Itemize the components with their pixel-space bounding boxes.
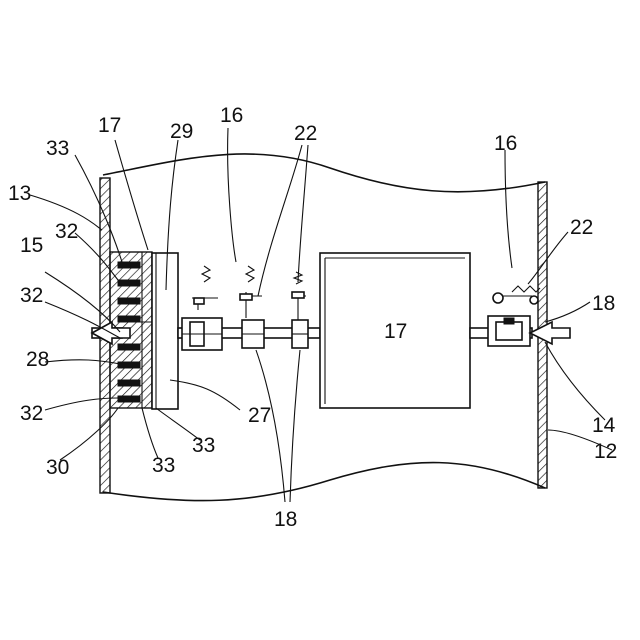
label-28: 28 <box>26 348 49 371</box>
label-12: 12 <box>594 440 617 463</box>
clamp-3 <box>292 320 308 348</box>
label-18a: 18 <box>592 292 615 315</box>
spring-left-3 <box>292 272 306 320</box>
label-16a: 16 <box>220 104 243 127</box>
clamp-2 <box>242 320 264 348</box>
label-32a: 32 <box>55 220 78 243</box>
label-27: 27 <box>248 404 271 427</box>
label-16b: 16 <box>494 132 517 155</box>
label-30: 30 <box>46 456 69 479</box>
label-17b: 17 <box>384 320 407 343</box>
clamp-right <box>488 316 530 346</box>
label-14: 14 <box>592 414 616 437</box>
label-22b: 22 <box>570 216 593 239</box>
label-17a: 17 <box>98 114 121 137</box>
label-32b: 32 <box>20 284 43 307</box>
label-33b: 33 <box>152 454 175 477</box>
spring-right <box>493 286 540 304</box>
label-33a: 33 <box>46 137 69 160</box>
arrow-14 <box>530 322 570 344</box>
spring-left-1 <box>192 266 218 310</box>
label-32c: 32 <box>20 402 43 425</box>
label-33c: 33 <box>192 434 215 457</box>
label-18b: 18 <box>274 508 297 531</box>
top-break-line <box>103 154 545 192</box>
label-22a: 22 <box>294 122 317 145</box>
label-13: 13 <box>8 182 31 205</box>
label-29: 29 <box>170 120 193 143</box>
clamp-1 <box>182 318 222 350</box>
label-15: 15 <box>20 234 43 257</box>
